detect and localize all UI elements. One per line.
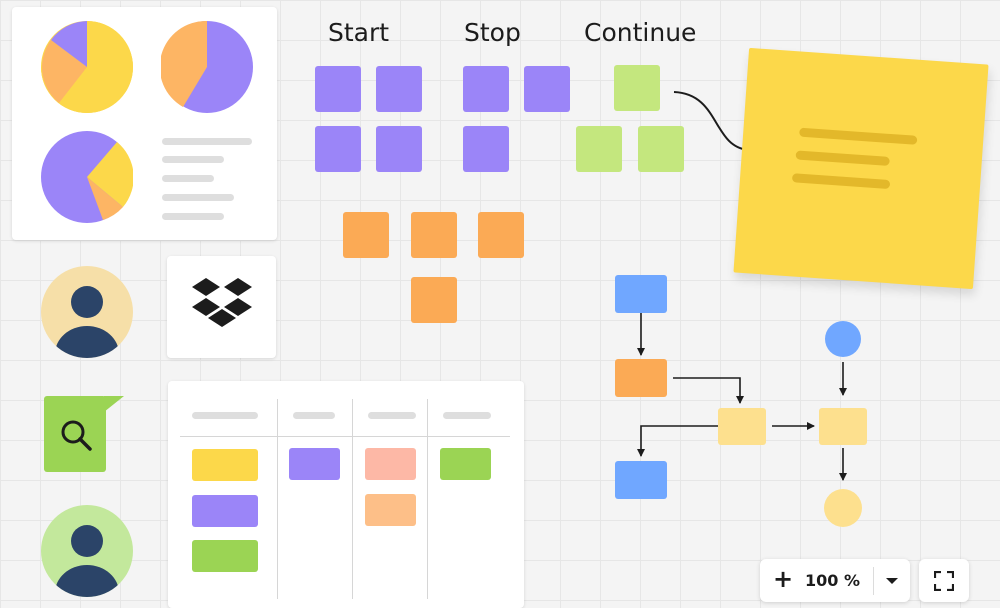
kanban-card[interactable] bbox=[365, 448, 416, 480]
user-icon bbox=[55, 525, 119, 597]
chevron-down-icon[interactable] bbox=[885, 576, 899, 586]
flow-node-circle-top[interactable] bbox=[825, 321, 861, 357]
kanban-header-placeholder bbox=[443, 412, 491, 419]
user-icon bbox=[55, 286, 119, 358]
avatar-user-2[interactable] bbox=[41, 505, 133, 597]
sticky-start-1[interactable] bbox=[315, 66, 361, 112]
flow-node-circle-bottom[interactable] bbox=[824, 489, 862, 527]
zoom-controls: + 100 % bbox=[760, 559, 910, 602]
pie-chart-2 bbox=[161, 21, 253, 113]
text-placeholder-line bbox=[162, 213, 224, 220]
kanban-column-divider bbox=[352, 399, 353, 599]
kanban-card[interactable] bbox=[192, 449, 258, 481]
search-app-sticky[interactable] bbox=[44, 396, 106, 472]
kanban-card[interactable] bbox=[289, 448, 340, 480]
sticky-orange-3[interactable] bbox=[478, 212, 524, 258]
zoom-level[interactable]: 100 % bbox=[805, 571, 860, 590]
kanban-card[interactable] bbox=[365, 494, 416, 526]
kanban-card[interactable] bbox=[192, 540, 258, 572]
sticky-start-3[interactable] bbox=[315, 126, 361, 172]
avatar-user-1[interactable] bbox=[41, 266, 133, 358]
kanban-header-placeholder bbox=[192, 412, 258, 419]
sticky-start-4[interactable] bbox=[376, 126, 422, 172]
text-lines-icon bbox=[792, 127, 918, 189]
sticky-stop-1[interactable] bbox=[463, 66, 509, 112]
flow-node-decision-2[interactable] bbox=[819, 408, 867, 445]
sticky-continue-3[interactable] bbox=[638, 126, 684, 172]
kanban-board-card[interactable] bbox=[168, 381, 524, 608]
sticky-orange-2[interactable] bbox=[411, 212, 457, 258]
kanban-header-placeholder bbox=[293, 412, 335, 419]
zoom-in-button[interactable]: + bbox=[773, 565, 794, 593]
column-header-continue[interactable]: Continue bbox=[584, 18, 697, 47]
dropbox-app-card[interactable] bbox=[167, 256, 276, 358]
column-header-stop[interactable]: Stop bbox=[464, 18, 521, 47]
flow-node-start[interactable] bbox=[615, 275, 667, 313]
flow-arrow bbox=[637, 425, 718, 457]
flow-arrow bbox=[673, 377, 744, 404]
flowchart[interactable] bbox=[600, 265, 890, 535]
kanban-column-divider bbox=[277, 399, 278, 599]
pie-charts-card[interactable] bbox=[12, 7, 277, 240]
kanban-column-divider bbox=[427, 399, 428, 599]
big-sticky-note[interactable] bbox=[733, 47, 989, 290]
sticky-start-2[interactable] bbox=[376, 66, 422, 112]
search-sticky-tab bbox=[104, 396, 124, 412]
flow-node-decision-1[interactable] bbox=[718, 408, 766, 445]
kanban-card[interactable] bbox=[192, 495, 258, 527]
text-placeholder-line bbox=[162, 194, 234, 201]
fullscreen-button[interactable] bbox=[919, 559, 969, 602]
zoom-divider bbox=[873, 567, 874, 595]
kanban-header-divider bbox=[180, 436, 510, 437]
flow-node-process[interactable] bbox=[615, 359, 667, 397]
dropbox-logo-icon bbox=[192, 278, 252, 327]
text-placeholder-line bbox=[162, 138, 252, 145]
sticky-stop-3[interactable] bbox=[463, 126, 509, 172]
pie-chart-1 bbox=[41, 21, 133, 113]
search-icon bbox=[61, 420, 92, 451]
flow-node-end-left[interactable] bbox=[615, 461, 667, 499]
fullscreen-icon bbox=[934, 571, 954, 591]
kanban-card[interactable] bbox=[440, 448, 491, 480]
sticky-continue-2[interactable] bbox=[576, 126, 622, 172]
connector-curve[interactable] bbox=[660, 80, 760, 160]
pie-chart-3 bbox=[41, 131, 133, 223]
sticky-orange-4[interactable] bbox=[411, 277, 457, 323]
sticky-continue-1[interactable] bbox=[614, 65, 660, 111]
sticky-stop-2[interactable] bbox=[524, 66, 570, 112]
text-placeholder-line bbox=[162, 175, 214, 182]
kanban-header-placeholder bbox=[368, 412, 416, 419]
column-header-start[interactable]: Start bbox=[328, 18, 390, 47]
text-placeholder-line bbox=[162, 156, 224, 163]
sticky-orange-1[interactable] bbox=[343, 212, 389, 258]
